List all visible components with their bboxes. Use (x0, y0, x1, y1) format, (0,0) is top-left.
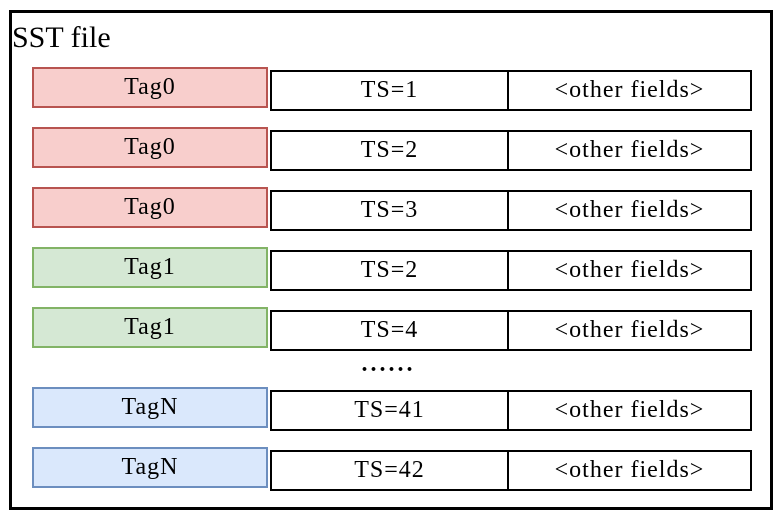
record-box: TS=4 <other fields> (270, 310, 752, 351)
record-box: TS=1 <other fields> (270, 70, 752, 111)
record-row: TagN TS=42 <other fields> (32, 447, 752, 491)
ts-cell: TS=2 (272, 252, 509, 289)
other-fields-cell: <other fields> (554, 457, 705, 483)
ts-cell: TS=1 (272, 72, 509, 109)
diagram-title: SST file (12, 21, 111, 54)
other-fields-cell: <other fields> (554, 77, 705, 103)
record-box: TS=3 <other fields> (270, 190, 752, 231)
other-fields-cell: <other fields> (554, 197, 705, 223)
ts-cell: TS=4 (272, 312, 509, 349)
ts-cell: TS=3 (272, 192, 509, 229)
other-fields-cell: <other fields> (554, 257, 705, 283)
other-fields-cell: <other fields> (554, 137, 705, 163)
tag-cell: Tag1 (32, 307, 268, 348)
tag-cell: Tag1 (32, 247, 268, 288)
record-box: TS=41 <other fields> (270, 390, 752, 431)
tag-cell: TagN (32, 447, 268, 488)
other-fields-cell: <other fields> (554, 397, 705, 423)
ellipsis: ...... (361, 351, 416, 377)
ts-cell: TS=41 (272, 392, 509, 429)
record-row: Tag0 TS=2 <other fields> (32, 127, 752, 171)
record-box: TS=42 <other fields> (270, 450, 752, 491)
record-row: Tag0 TS=3 <other fields> (32, 187, 752, 231)
record-row: Tag1 TS=4 <other fields> (32, 307, 752, 351)
record-row: Tag1 TS=2 <other fields> (32, 247, 752, 291)
record-row: Tag0 TS=1 <other fields> (32, 67, 752, 111)
tag-cell: Tag0 (32, 187, 268, 228)
tag-cell: TagN (32, 387, 268, 428)
record-box: TS=2 <other fields> (270, 250, 752, 291)
tag-cell: Tag0 (32, 67, 268, 108)
record-row: TagN TS=41 <other fields> (32, 387, 752, 431)
tag-cell: Tag0 (32, 127, 268, 168)
other-fields-cell: <other fields> (554, 317, 705, 343)
record-box: TS=2 <other fields> (270, 130, 752, 171)
ts-cell: TS=2 (272, 132, 509, 169)
ts-cell: TS=42 (272, 452, 509, 489)
